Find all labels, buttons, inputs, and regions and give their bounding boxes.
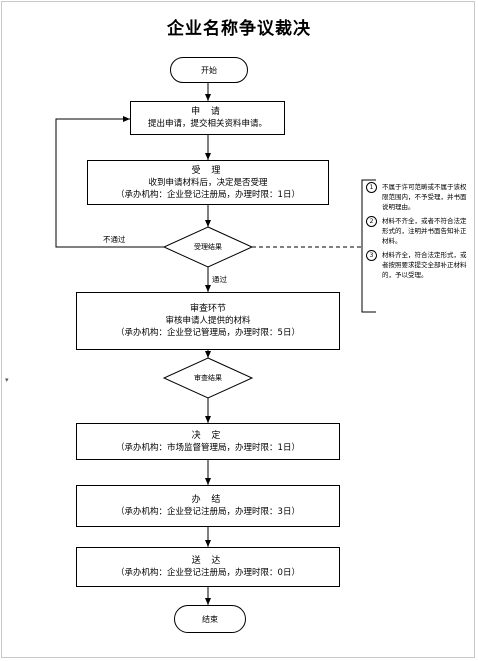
deliver-agency: （承办机构：企业登记注册局，办理时限：0日）	[116, 568, 300, 578]
note-number-icon: 3	[366, 250, 377, 261]
note-text: 不属于许可范畴或不属于该权限范围内，不予受理，并书面说明理由。	[382, 183, 467, 211]
apply-description: 提出申请，提交相关资料申请。	[147, 119, 267, 129]
review-agency: （承办机构：企业登记管理局，办理时限：5日）	[116, 328, 300, 338]
note-item: 1 不属于许可范畴或不属于该权限范围内，不予受理，并书面说明理由。	[366, 182, 470, 212]
decision-review-result	[162, 357, 254, 399]
decide-box: 决 定 （承办机构：市场监督管理局，办理时限：1日）	[76, 423, 340, 460]
edge-not-passed-loop	[55, 116, 164, 248]
review-heading: 审查环节	[189, 304, 226, 314]
note-item: 2 材料不齐全，或者不符合法定形式的，注明并书面告知补正材料。	[366, 216, 470, 246]
accept-box: 受 理 收到申请材料后，决定是否受理 （承办机构：企业登记注册局，办理时限：1日…	[87, 160, 329, 205]
conclude-agency: （承办机构：企业登记注册局，办理时限：3日）	[116, 507, 300, 517]
note-text: 材料不齐全，或者不符合法定形式的，注明并书面告知补正材料。	[382, 217, 467, 245]
passed-label: 通过	[212, 275, 227, 284]
apply-heading: 申 请	[191, 107, 224, 117]
end-label: 结束	[202, 614, 218, 624]
deliver-box: 送 达 （承办机构：企业登记注册局，办理时限：0日）	[76, 547, 340, 587]
decide-heading: 决 定	[191, 430, 225, 441]
apply-box: 申 请 提出申请，提交相关资料申请。	[130, 101, 285, 135]
accept-description: 收到申请材料后，决定是否受理	[148, 177, 268, 188]
start-label: 开始	[201, 65, 217, 75]
note-text: 材料齐全，符合法定形式，或者按照要求提交全部补正材料的，予以受理。	[382, 251, 467, 279]
start-node: 开始	[170, 57, 248, 83]
page-title: 企业名称争议裁决	[167, 19, 311, 39]
conclude-box: 办 结 （承办机构：企业登记注册局，办理时限：3日）	[76, 485, 340, 527]
acceptance-notes: 1 不属于许可范畴或不属于该权限范围内，不予受理，并书面说明理由。 2 材料不齐…	[366, 182, 470, 284]
margin-marker-icon: ▾	[5, 376, 9, 384]
decision-accept-result	[162, 226, 254, 268]
accept-heading: 受 理	[191, 165, 225, 176]
deliver-heading: 送 达	[191, 556, 225, 566]
accept-agency: （承办机构：企业登记注册局，办理时限：1日）	[116, 189, 300, 200]
end-node: 结束	[174, 605, 246, 633]
decide-agency: （承办机构：市场监督管理局，办理时限：1日）	[116, 442, 300, 453]
review-description: 审核申请人提供的材料	[165, 316, 251, 326]
review-result-label: 审查结果	[194, 374, 222, 382]
review-box: 审查环节 审核申请人提供的材料 （承办机构：企业登记管理局，办理时限：5日）	[76, 292, 340, 350]
accept-result-label: 受理结果	[194, 243, 222, 251]
not-passed-label: 不通过	[103, 235, 126, 244]
note-number-icon: 2	[366, 216, 377, 227]
note-item: 3 材料齐全，符合法定形式，或者按照要求提交全部补正材料的，予以受理。	[366, 250, 470, 280]
notes-bracket	[361, 179, 376, 313]
conclude-heading: 办 结	[191, 495, 225, 505]
note-number-icon: 1	[366, 182, 377, 193]
